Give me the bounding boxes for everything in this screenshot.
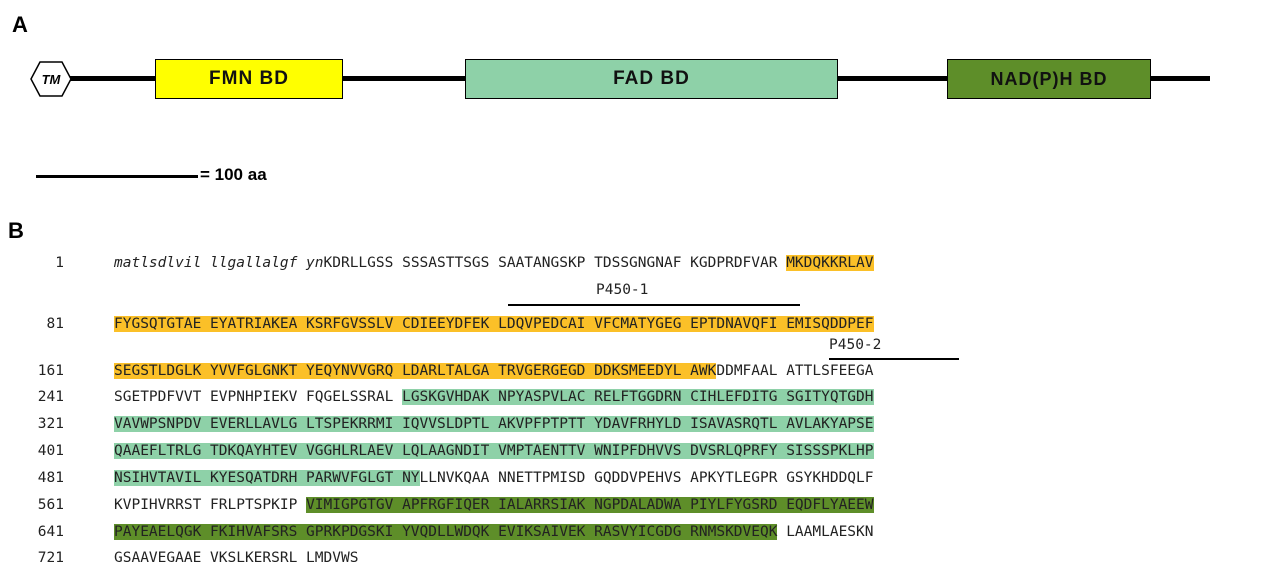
sequence-segment: KDRLLGSS SSSASTTSGS SAATANGSKP TDSSGNGNA… [323, 255, 787, 271]
peptide-line-p450-1 [508, 304, 800, 306]
fad-binding-domain: FAD BD [465, 59, 838, 99]
sequence-position-number: 641 [37, 524, 64, 540]
sequence-position-number: 481 [37, 470, 64, 486]
sequence-segment-ital: matlsdlvil llgallalgf yn [114, 255, 324, 271]
sequence-segment-fad: LGSKGVHDAK NPYASPVLAC RELFTGGDRN CIHLEFD… [402, 389, 874, 405]
sequence-row: 721 GSAAVEGAAE VKSLKERSRL LMDVWS [0, 547, 1285, 569]
sequence-row: 161 SEGSTLDGLK YVVFGLGNKT YEQYNVVGRQ LDAR… [0, 360, 1285, 382]
sequence-segment-fad: VAVWPSNPDV EVERLLAVLG LTSPEKRRMI IQVVSLD… [114, 416, 874, 432]
sequence-row: 401 QAAEFLTRLG TDKQAYHTEV VGGHLRLAEV LQLA… [0, 440, 1285, 462]
peptide-line-p450-2 [829, 358, 959, 360]
nadph-binding-domain: NAD(P)H BD [947, 59, 1151, 99]
sequence-segment-fmn: FYGSQTGTAE EYATRIAKEA KSRFGVSSLV CDIEEYD… [114, 316, 874, 332]
sequence-position-number: 1 [55, 255, 64, 271]
sequence-segment-fmn: SEGSTLDGLK YVVFGLGNKT YEQYNVVGRQ LDARLTA… [114, 363, 717, 379]
sequence-row: 241 SGETPDFVVT EVPNHPIEKV FQGELSSRAL LGSK… [0, 386, 1285, 408]
sequence-text: NSIHVTAVIL KYESQATDRH PARWVFGLGT NYLLNVK… [114, 467, 874, 489]
sequence-row: 321 VAVWPSNPDV EVERLLAVLG LTSPEKRRMI IQVV… [0, 413, 1285, 435]
sequence-row: 561 KVPIHVRRST FRLPTSPKIP VIMIGPGTGV APFR… [0, 494, 1285, 516]
peptide-label-p450-1: P450-1 [596, 282, 649, 298]
panel-label-a: A [12, 12, 28, 37]
sequence-text: SEGSTLDGLK YVVFGLGNKT YEQYNVVGRQ LDARLTA… [114, 360, 874, 382]
sequence-segment-fad: NSIHVTAVIL KYESQATDRH PARWVFGLGT NY [114, 470, 420, 486]
scale-bar [36, 175, 198, 178]
sequence-text: FYGSQTGTAE EYATRIAKEA KSRFGVSSLV CDIEEYD… [114, 313, 874, 335]
tm-label: TM [42, 72, 62, 87]
sequence-row: 481 NSIHVTAVIL KYESQATDRH PARWVFGLGT NYLL… [0, 467, 1285, 489]
sequence-text: SGETPDFVVT EVPNHPIEKV FQGELSSRAL LGSKGVH… [114, 386, 874, 408]
sequence-text: PAYEAELQGK FKIHVAFSRS GPRKPDGSKI YVQDLLW… [114, 521, 874, 543]
sequence-segment-nad: VIMIGPGTGV APFRGFIQER IALARRSIAK NGPDALA… [306, 497, 874, 513]
sequence-row: 81 FYGSQTGTAE EYATRIAKEA KSRFGVSSLV CDIEE… [0, 313, 1285, 335]
sequence-row: 1 matlsdlvil llgallalgf ynKDRLLGSS SSSAST… [0, 252, 1285, 274]
sequence-position-number: 401 [37, 443, 64, 459]
scale-bar-label: = 100 aa [200, 165, 267, 184]
sequence-text: matlsdlvil llgallalgf ynKDRLLGSS SSSASTT… [114, 252, 874, 274]
sequence-segment: LLNVKQAA NNETTPMISD GQDDVPEHVS APKYTLEGP… [419, 470, 874, 486]
sequence-segment: KVPIHVRRST FRLPTSPKIP [114, 497, 307, 513]
sequence-text: GSAAVEGAAE VKSLKERSRL LMDVWS [114, 547, 358, 569]
sequence-segment-fad: QAAEFLTRLG TDKQAYHTEV VGGHLRLAEV LQLAAGN… [114, 443, 874, 459]
panel-label-b: B [8, 218, 24, 243]
sequence-position-number: 561 [37, 497, 64, 513]
sequence-text: VAVWPSNPDV EVERLLAVLG LTSPEKRRMI IQVVSLD… [114, 413, 874, 435]
sequence-position-number: 321 [37, 416, 64, 432]
sequence-segment-nad: PAYEAELQGK FKIHVAFSRS GPRKPDGSKI YVQDLLW… [114, 524, 778, 540]
sequence-position-number: 81 [46, 316, 64, 332]
sequence-position-number: 161 [37, 363, 64, 379]
sequence-segment-fmn: MKDQKKRLAV [786, 255, 874, 271]
peptide-label-p450-2: P450-2 [829, 337, 882, 353]
sequence-segment: GSAAVEGAAE VKSLKERSRL LMDVWS [114, 550, 359, 566]
fmn-binding-domain: FMN BD [155, 59, 343, 99]
sequence-text: KVPIHVRRST FRLPTSPKIP VIMIGPGTGV APFRGFI… [114, 494, 874, 516]
transmembrane-hexagon: TM [30, 61, 72, 97]
sequence-segment: DDMFAAL ATTLSFEEGA [716, 363, 874, 379]
sequence-segment: SGETPDFVVT EVPNHPIEKV FQGELSSRAL [114, 389, 403, 405]
sequence-position-number: 721 [37, 550, 64, 566]
sequence-position-number: 241 [37, 389, 64, 405]
sequence-text: QAAEFLTRLG TDKQAYHTEV VGGHLRLAEV LQLAAGN… [114, 440, 874, 462]
sequence-row: 641 PAYEAELQGK FKIHVAFSRS GPRKPDGSKI YVQD… [0, 521, 1285, 543]
sequence-segment: LAAMLAESKN [777, 524, 874, 540]
